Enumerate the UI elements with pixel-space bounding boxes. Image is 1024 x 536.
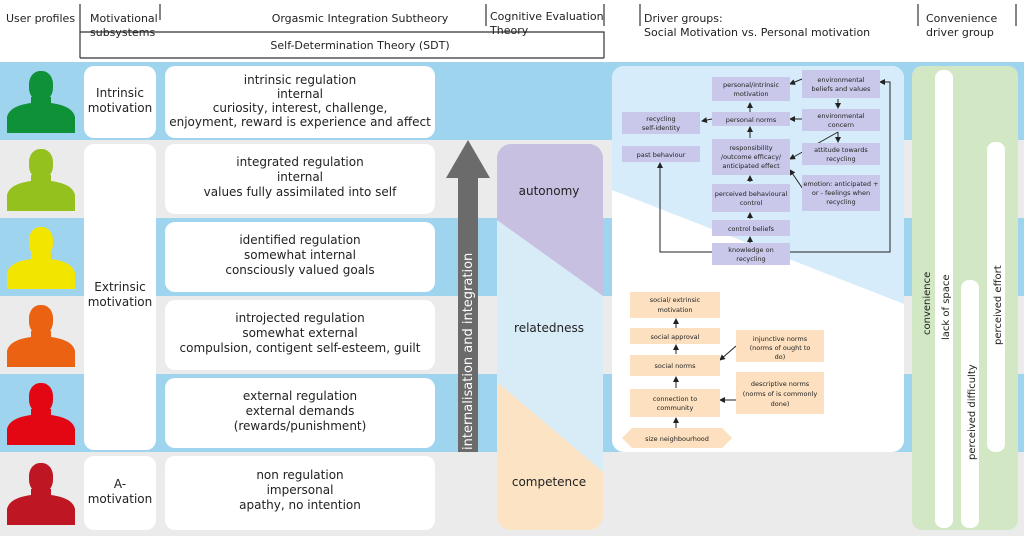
subsystem-amotivation-2: motivation [88,492,153,506]
label-lack-of-space: lack of space [941,274,952,340]
reg-intrinsic-4: enjoyment, reward is experience and affe… [169,115,431,129]
node-injunctive-1: injunctive norms [753,335,808,343]
node-social-norms: social norms [655,362,697,370]
node-env-beliefs-1: environmental [817,76,864,84]
node-size-neighbourhood: size neighbourhood [645,435,709,443]
subsystem-intrinsic-1: Intrinsic [96,86,144,100]
reg-external-1: external regulation [243,389,357,403]
reg-introjected-2: somewhat external [242,326,357,340]
driver-groups-panel: personal/intrinsic motivation personal n… [612,66,904,452]
node-emotion-3: recycling [826,198,855,206]
node-env-beliefs-2: beliefs and values [812,85,872,93]
node-personal-intrinsic-2: motivation [734,90,769,98]
reg-identified-2: somewhat internal [244,248,356,262]
node-env-concern-1: environmental [817,112,864,120]
cet-needs: autonomy relatedness competence [497,144,603,530]
node-social-extrinsic-1: social/ extrinsic [650,296,701,304]
header-user-profiles: User profiles [6,12,75,25]
node-descriptive-3: done) [771,400,790,408]
bar-perceived-difficulty [961,280,979,528]
reg-external-3: (rewards/punishment) [234,419,367,433]
node-emotion-1: emotion: anticipated + [803,180,878,188]
node-emotion-2: or - feelings when [812,189,870,197]
label-perceived-difficulty: perceived difficulty [967,364,978,460]
convenience-group: convenience lack of space perceived diff… [912,66,1018,530]
node-control-beliefs: control beliefs [728,225,775,233]
bar-convenience [935,70,953,528]
reg-intrinsic-1: intrinsic regulation [244,73,356,87]
node-injunctive-2: (norms of ought to [750,344,811,352]
reg-identified-3: consciously valued goals [225,263,374,277]
reg-none-3: apathy, no intention [239,498,361,512]
header-driver-1: Driver groups: [644,12,723,25]
node-responsibility-2: /outcome efficacy/ [721,153,782,161]
node-attitude-2: recycling [826,155,855,163]
header-convenience-2: driver group [926,26,994,39]
header-motivational-1: Motivational [90,12,158,25]
node-responsibility-1: responsibility [729,144,772,152]
social-arrows [673,318,737,428]
reg-none-2: impersonal [267,483,334,497]
header-oit: Orgasmic Integration Subtheory [272,12,449,25]
subsystem-amotivation-1: A- [114,477,126,491]
need-autonomy: autonomy [519,184,580,198]
node-connection-1: connection to [653,395,697,403]
subsystem-intrinsic-2: motivation [88,101,153,115]
header-cet-1: Cognitive Evaluation [490,10,604,23]
node-recycling-identity-1: recycling [646,115,675,123]
node-connection-2: community [657,404,694,412]
subsystem-extrinsic-2: motivation [88,295,153,309]
node-perceived-control-2: control [740,199,763,207]
reg-identified-1: identified regulation [239,233,360,247]
node-knowledge-2: recycling [736,255,765,263]
node-social-extrinsic-2: motivation [658,306,693,314]
node-personal-intrinsic-1: personal/intrinsic [723,81,780,89]
need-competence: competence [512,475,586,489]
sdt-bracket [79,4,605,58]
label-perceived-effort: perceived effort [993,265,1004,345]
header-driver-2: Social Motivation vs. Personal motivatio… [644,26,870,39]
header-cet-2: Theory [489,24,529,37]
reg-integrated-2: internal [277,170,323,184]
node-recycling-identity-2: self-identity [642,124,680,132]
subsystems: Intrinsic motivation Extrinsic motivatio… [84,66,156,530]
header-motivational-2: subsystems [90,26,155,39]
node-knowledge-1: knowledge on [728,246,773,254]
reg-integrated-3: values fully assimilated into self [204,185,397,199]
node-past-behaviour: past behaviour [637,151,686,159]
internalisation-label: internalisation and integration [461,253,476,450]
node-env-concern-2: concern [828,121,854,129]
header: User profiles Motivational subsystems Or… [6,4,1017,59]
reg-external-2: external demands [246,404,355,418]
label-convenience: convenience [922,272,933,335]
reg-introjected-1: introjected regulation [235,311,364,325]
reg-introjected-3: compulsion, contigent self-esteem, guilt [180,341,421,355]
reg-intrinsic-3: curiosity, interest, challenge, [213,101,388,115]
node-perceived-control-1: perceived behavioural [715,190,788,198]
need-relatedness: relatedness [514,321,584,335]
node-injunctive-3: do) [775,353,786,361]
reg-none-1: non regulation [256,468,343,482]
node-social-approval: social approval [651,333,700,341]
subsystem-extrinsic-1: Extrinsic [94,280,145,294]
node-descriptive-1: descriptive norms [751,380,810,388]
bar-perceived-effort [987,142,1005,452]
header-sdt: Self-Determination Theory (SDT) [270,39,449,52]
node-responsibility-3: anticipated effect [722,162,780,170]
regulations: intrinsic regulation internal curiosity,… [165,66,435,530]
node-descriptive-2: (norms of is commonly [743,390,818,398]
header-convenience-1: Convenience [926,12,997,25]
reg-integrated-1: integrated regulation [236,155,363,169]
node-personal-norms: personal norms [726,116,777,124]
node-attitude-1: attitude towards [814,146,868,154]
internalisation-arrow: internalisation and integration [446,140,490,452]
reg-intrinsic-2: internal [277,87,323,101]
